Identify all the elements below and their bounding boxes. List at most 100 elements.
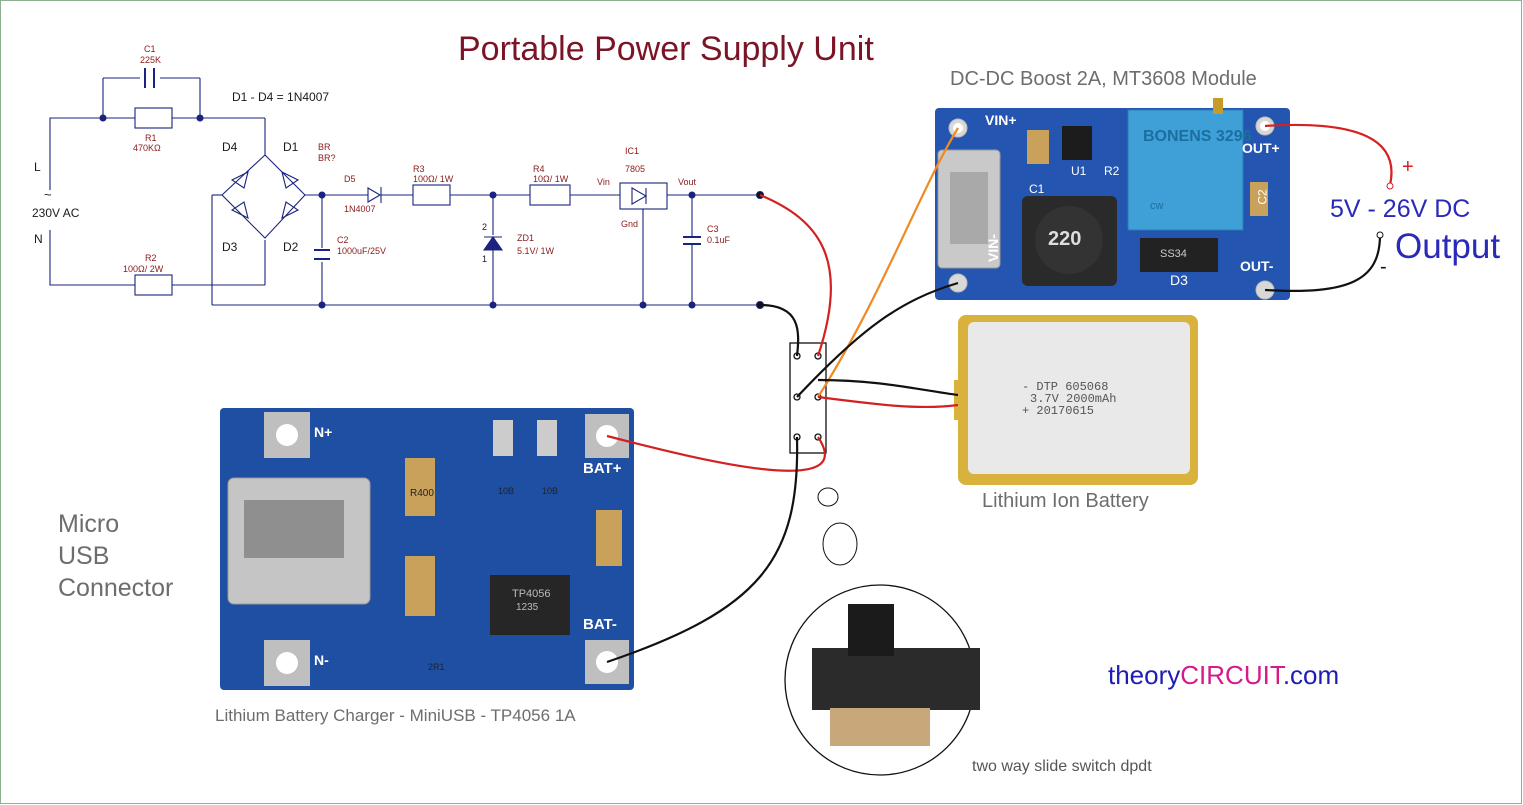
boost-diode-mark: SS34	[1160, 248, 1187, 260]
boost-r2-label: R2	[1104, 164, 1120, 178]
c3-value: 0.1uF	[707, 235, 731, 245]
r4-value: 10Ω/ 1W	[533, 174, 569, 184]
c1-name: C1	[144, 44, 156, 54]
boost-vin-minus: VIN-	[985, 234, 1001, 262]
d4-diode	[230, 170, 249, 189]
wire-red-battery	[817, 395, 959, 409]
ac-l-label: L	[34, 160, 41, 174]
boost-vin-plus: VIN+	[985, 112, 1017, 128]
switch-photo-body	[812, 648, 980, 710]
output-minus-terminal	[1376, 231, 1384, 239]
r2-name: R2	[145, 253, 157, 263]
output-plus-terminal	[1386, 182, 1394, 190]
boost-u1-label: U1	[1071, 164, 1087, 178]
boost-trimpot-sub: cw	[1150, 200, 1164, 212]
bridge-rectifier	[221, 154, 306, 239]
ic1-value: 7805	[625, 164, 646, 174]
output-label: Output	[1395, 227, 1501, 266]
battery-line2: 3.7V 2000mAh	[1030, 392, 1117, 406]
boost-c2-label: C2	[1255, 189, 1270, 205]
zd1-zener	[482, 236, 504, 251]
r4-resistor	[529, 184, 571, 206]
ac-symbol: ~	[44, 187, 52, 202]
boost-d3-label: D3	[1170, 272, 1188, 288]
wire-red-supply	[759, 193, 833, 357]
boost-out-plus: OUT+	[1242, 140, 1280, 156]
zd1-pin2: 2	[482, 222, 488, 232]
battery-label: Lithium Ion Battery	[982, 490, 1149, 512]
d2-label: D2	[283, 240, 299, 254]
c1-value: 225K	[140, 55, 162, 65]
d3-label: D3	[222, 240, 238, 254]
charger-label: Lithium Battery Charger - MiniUSB - TP40…	[215, 706, 576, 725]
c3-name: C3	[707, 224, 719, 234]
wire-n	[49, 230, 135, 286]
switch-photo-slider	[848, 604, 894, 656]
charger-module	[220, 408, 634, 690]
boost-trimpot	[1127, 109, 1244, 231]
wire-black-vin-minus	[796, 281, 959, 398]
boost-module-label: DC-DC Boost 2A, MT3608 Module	[950, 68, 1257, 90]
d1-diode	[281, 170, 300, 189]
usb-label-line1: Micro	[58, 510, 120, 538]
thought-bubble-medium	[822, 522, 858, 566]
r1-name: R1	[145, 133, 157, 143]
wire-black-bat-minus	[606, 436, 799, 664]
wire-red-output	[1264, 123, 1393, 186]
wire-black-gnd	[759, 303, 800, 357]
d2-diode	[281, 201, 300, 220]
r1-resistor	[134, 107, 173, 129]
zd1-name: ZD1	[517, 233, 535, 243]
charger-r3-label: 10B	[542, 486, 559, 496]
r3-resistor	[412, 184, 451, 206]
r2-value: 100Ω/ 2W	[123, 264, 164, 274]
junction	[196, 114, 204, 122]
wire-black-battery	[817, 378, 959, 397]
switch-label: two way slide switch dpdt	[972, 758, 1152, 775]
charger-r4-label: 2R1	[428, 662, 445, 672]
ic1-vout: Vout	[678, 177, 697, 187]
usb-label-line3: Connector	[58, 574, 174, 602]
diodes-note: D1 - D4 = 1N4007	[232, 90, 330, 104]
schematic	[49, 68, 765, 310]
boost-c1-label: C1	[1029, 182, 1045, 196]
charger-r1-label: R400	[410, 488, 434, 499]
boost-diode	[1140, 238, 1218, 272]
d5-name: D5	[344, 174, 356, 184]
output-minus-sign: -	[1380, 256, 1387, 278]
ic1-vin: Vin	[597, 177, 610, 187]
zd1-value: 5.1V/ 1W	[517, 246, 555, 256]
br-value: BR?	[318, 153, 336, 163]
boost-trimpot-label: BONENS 3296	[1143, 128, 1252, 145]
zd1-pin1: 1	[482, 254, 488, 264]
charger-r2-label: 10B	[498, 486, 515, 496]
r1-value: 470KΩ	[133, 143, 161, 153]
ic1-gnd: Gnd	[621, 219, 639, 229]
output-plus-sign: +	[1402, 156, 1414, 178]
lithium-battery	[954, 315, 1198, 485]
junction	[99, 114, 107, 122]
r2-resistor	[134, 274, 173, 296]
boost-out-minus: OUT-	[1240, 258, 1274, 274]
site-part2: CIRCUIT	[1180, 660, 1283, 690]
wire-l	[49, 117, 103, 190]
d5-value: 1N4007	[344, 204, 376, 214]
usb-label-line2: USB	[58, 542, 110, 570]
d3-diode	[230, 201, 249, 220]
ic1-name: IC1	[625, 146, 640, 156]
c2-value: 1000uF/25V	[337, 246, 387, 256]
br-name: BR	[318, 142, 331, 152]
wire-red-bat-plus	[606, 434, 826, 472]
charger-chip-sub: 1235	[516, 602, 539, 613]
r3-value: 100Ω/ 1W	[413, 174, 454, 184]
charger-chip-label: TP4056	[512, 588, 551, 600]
battery-line1: - DTP 605068	[1022, 380, 1109, 394]
site-part3: .com	[1282, 660, 1340, 690]
diagram-title: Portable Power Supply Unit	[458, 30, 874, 68]
d4-label: D4	[222, 140, 238, 154]
charger-batplus: BAT+	[583, 460, 622, 477]
wire-orange-vin	[817, 127, 959, 398]
battery-line3: + 20170615	[1022, 404, 1095, 418]
output-voltage-range: 5V - 26V DC	[1330, 195, 1471, 223]
